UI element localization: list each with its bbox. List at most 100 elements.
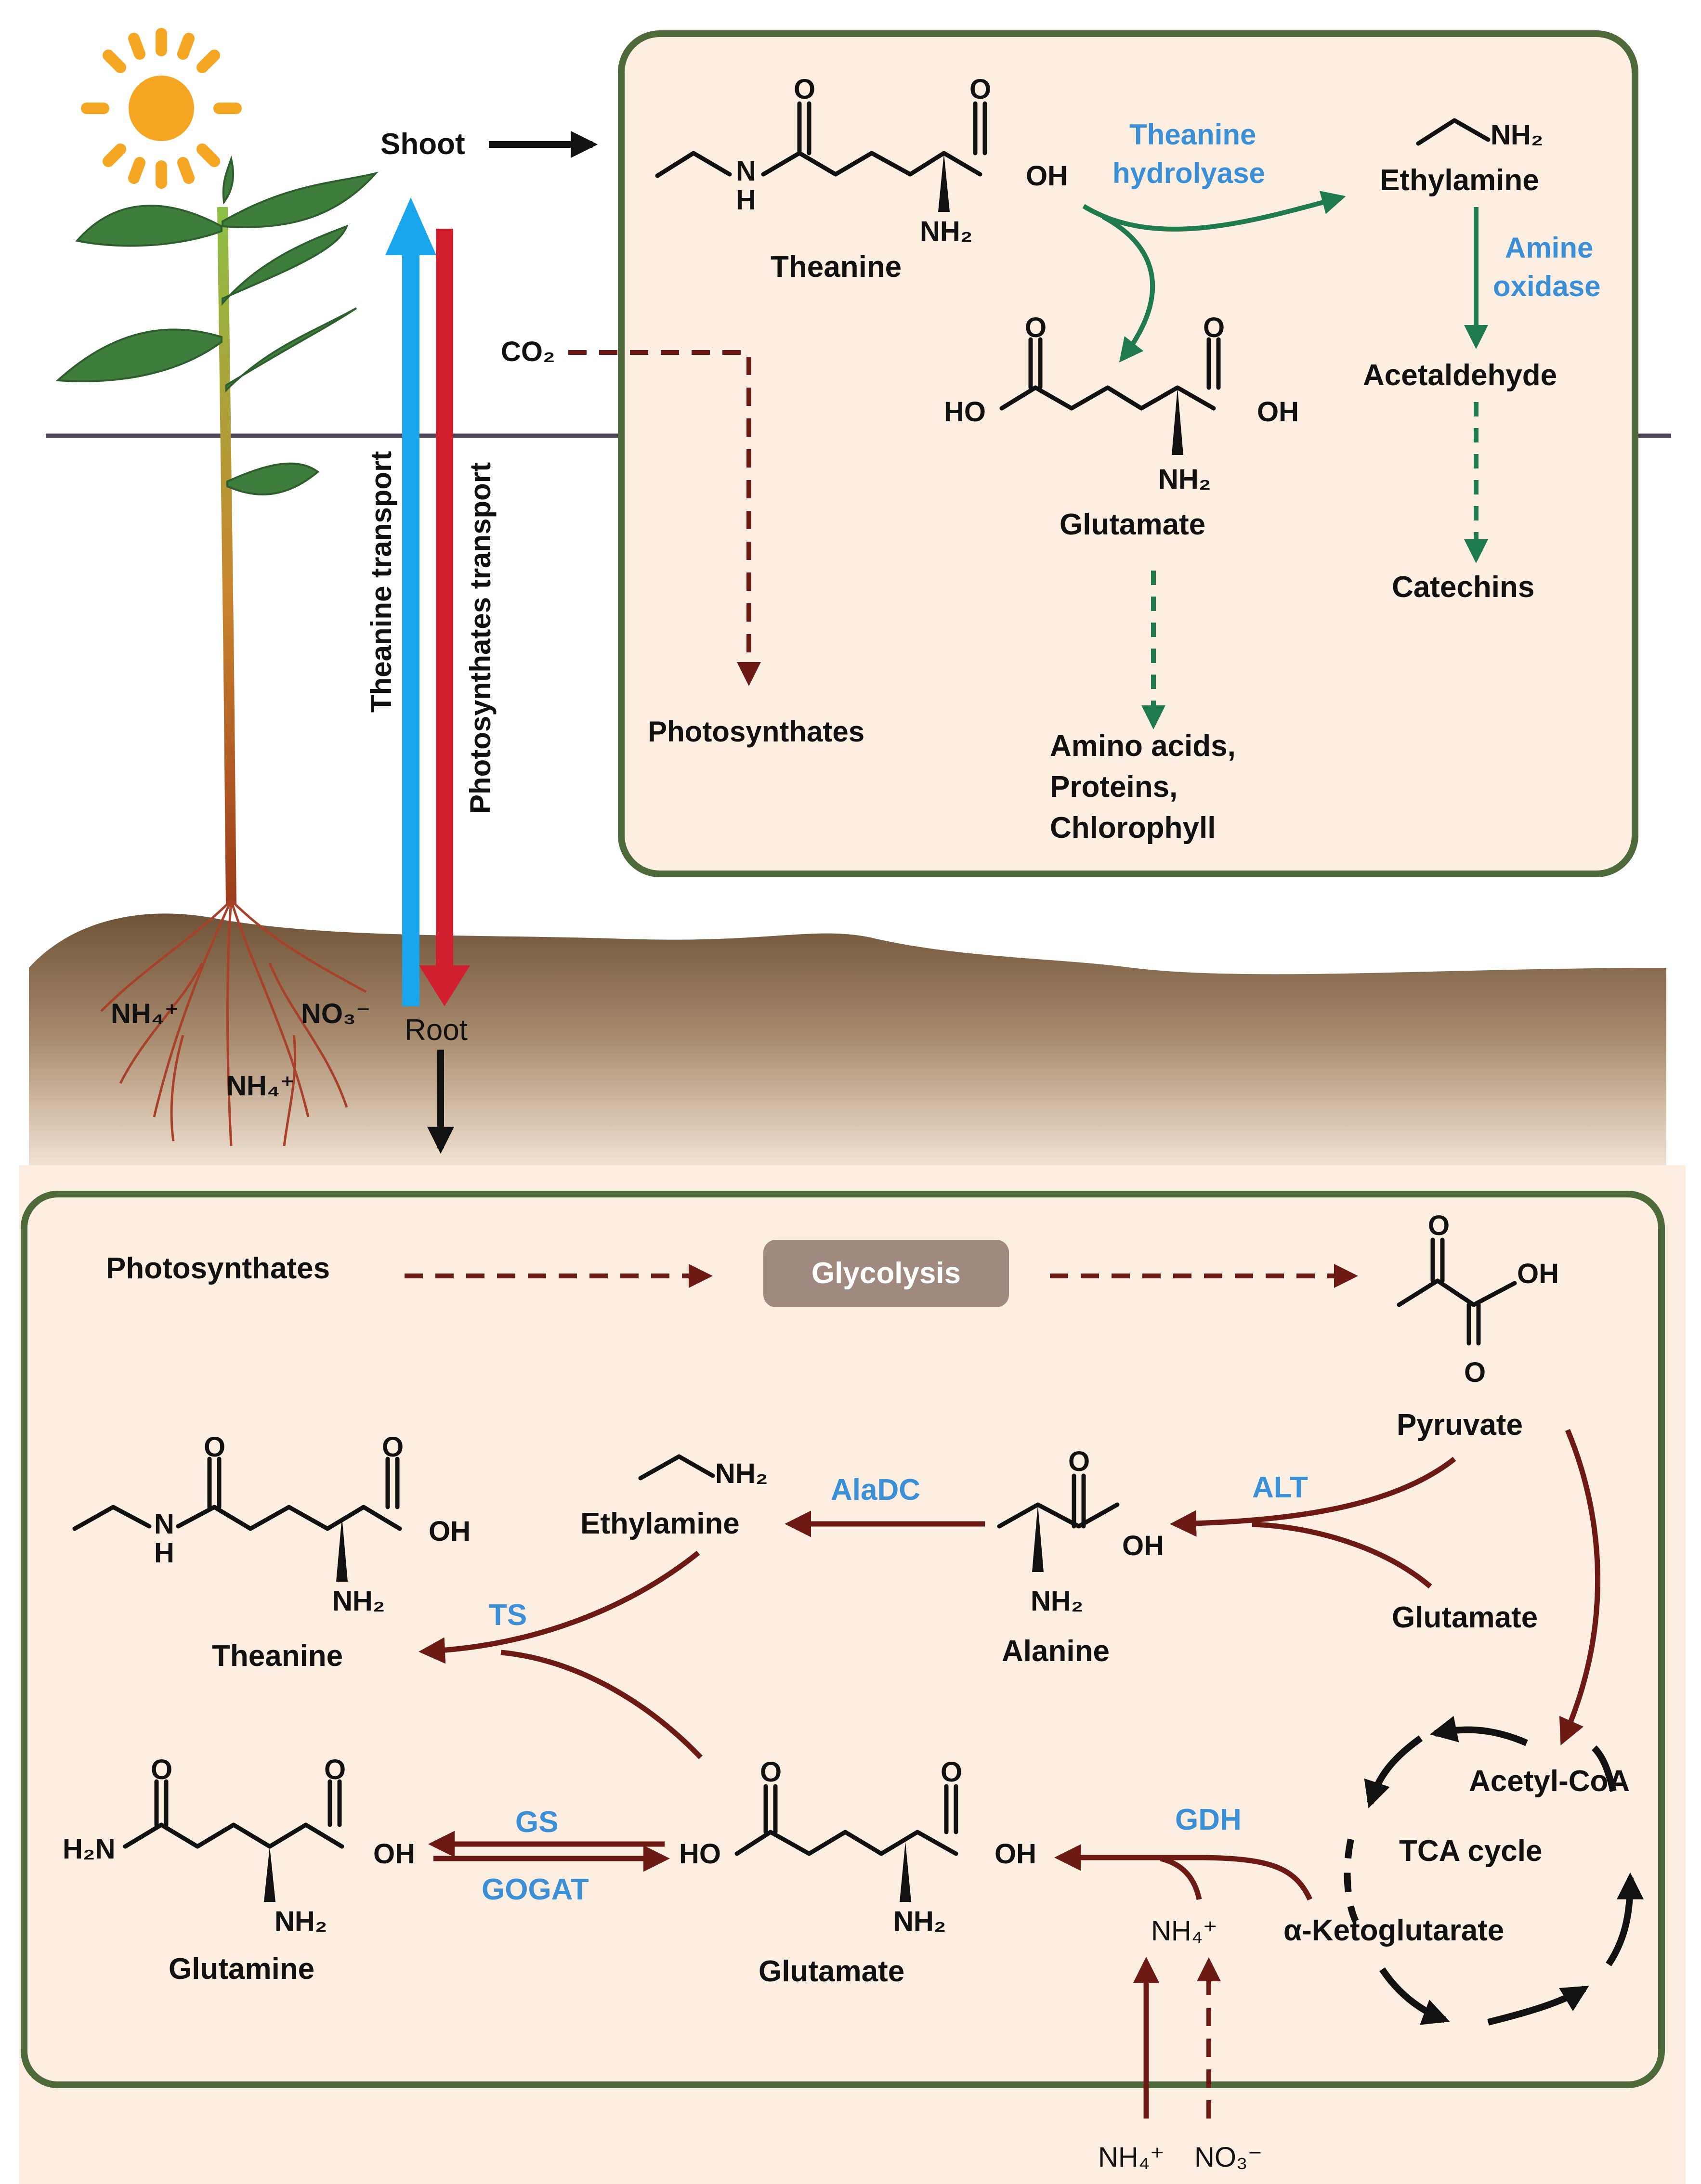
glutamine-oh: OH [373,1838,415,1870]
ts-label: TS [489,1599,527,1632]
acetyl-coa-label: Acetyl-CoA [1469,1765,1630,1798]
alanine-oh: OH [1122,1530,1164,1561]
co2-label: CO₂ [501,336,555,367]
root-glutamate-ho: HO [679,1838,721,1870]
pyruvate-o1: O [1428,1210,1450,1241]
shoot-glutamate-oh: OH [1257,396,1299,428]
shoot-theanine-structure [655,101,987,212]
shoot-theanine-o1: O [794,74,815,105]
root-theanine-structure [72,1456,402,1582]
alanine-name: Alanine [1002,1635,1110,1668]
pyruvate-to-acetyl-coa-arrow [1559,1429,1601,1746]
glutamine-h2n: H₂N [63,1833,116,1865]
shoot-theanine-oh: OH [1026,160,1068,192]
root-ethylamine-name: Ethylamine [580,1507,740,1540]
soil-nh4-label-1: NH₄⁺ [111,998,179,1029]
pyruvate-o2: O [1464,1357,1486,1388]
root-ethylamine-nh2: NH₂ [715,1458,768,1489]
alanine-o: O [1068,1446,1090,1477]
theanine-hydrolase-label-2: hydrolyase [1112,157,1265,189]
shoot-glutamate-name: Glutamate [1060,508,1205,541]
root-ethylamine-structure [638,1454,715,1481]
alpha-ketoglutarate-label: α-Ketoglutarate [1283,1914,1504,1947]
root-theanine-name: Theanine [212,1639,343,1673]
shoot-glutamate-o2: O [1203,312,1225,343]
shoot-ethylamine-structure [1416,118,1491,146]
alt-arrow-from-glutamate [1252,1521,1432,1589]
nh4-bottom-label: NH₄⁺ [1098,2142,1165,2173]
aladc-label: AlaDC [831,1473,920,1507]
root-glutamate-o1: O [760,1756,782,1788]
alanine-structure [997,1473,1120,1572]
root-glutamate-oh: OH [994,1838,1036,1870]
amine-oxidase-label-2: oxidase [1493,270,1600,302]
glutamate-donor-label: Glutamate [1392,1601,1538,1634]
gdh-arrow [1054,1844,1312,1901]
shoot-label: Shoot [380,128,465,161]
nh4-to-gdh-arrow [1160,1856,1202,1900]
root-theanine-nh2: NH₂ [332,1586,385,1617]
theanine-hydrolase-label-1: Theanine [1129,118,1256,151]
photosynthates-transport-arrow [419,229,470,1006]
amine-oxidase-label-1: Amine [1505,232,1593,264]
theanine-transport-label: Theanine transport [365,451,397,713]
acetaldehyde-label: Acetaldehyde [1363,359,1557,392]
pyruvate-oh: OH [1517,1258,1559,1289]
shoot-ethylamine-nh2: NH₂ [1491,119,1544,151]
root-glutamate-name: Glutamate [759,1955,904,1988]
shoot-panel [618,30,1638,877]
theanine-to-glutamate-arrow [1101,214,1155,363]
sun-icon [81,28,242,189]
catechins-label: Catechins [1392,571,1534,604]
root-label: Root [405,1014,468,1047]
glutamine-o2: O [324,1754,346,1785]
glutamine-name: Glutamine [169,1952,314,1986]
root-theanine-o1: O [204,1431,225,1463]
theanine-transport-arrow [385,197,436,1006]
gs-label: GS [515,1806,559,1839]
root-theanine-o2: O [382,1431,404,1463]
shoot-glutamate-structure [999,337,1221,455]
root-photosynthates-label: Photosynthates [106,1252,330,1285]
shoot-theanine-h: H [736,184,756,216]
pyruvate-name: Pyruvate [1397,1408,1523,1442]
nh4-mid-label: NH₄⁺ [1151,1915,1217,1947]
glutamine-nh2: NH₂ [275,1906,327,1937]
alt-arrow-from-pyruvate [1170,1456,1456,1537]
root-glutamate-nh2: NH₂ [893,1906,946,1937]
tca-cycle-label: TCA cycle [1399,1834,1543,1868]
glutamine-structure [123,1779,344,1902]
theanine-hydrolase-arrow [1082,191,1346,232]
root-theanine-n: N [154,1508,174,1540]
no3-bottom-label: NO₃⁻ [1194,2142,1262,2173]
photosynthates-transport-label: Photosynthates transport [464,462,497,814]
shoot-ethylamine-name: Ethylamine [1380,164,1539,197]
tea-plant-icon [55,155,379,1146]
shoot-theanine-name: Theanine [771,250,902,284]
shoot-glutamate-ho: HO [944,396,986,428]
ts-arrow-from-ethylamine [419,1550,700,1664]
soil-nh4-label-2: NH₄⁺ [226,1070,295,1102]
alt-label: ALT [1252,1471,1308,1504]
tca-cycle-arrows [1344,1716,1644,2026]
amino-acids-label-3: Chlorophyll [1050,811,1216,845]
soil-no3-label: NO₃⁻ [301,998,370,1029]
amino-acids-label-2: Proteins, [1050,770,1178,804]
root-glutamate-o2: O [941,1756,962,1788]
ts-arrow-from-glutamate [500,1650,703,1759]
glycolysis-label: Glycolysis [811,1257,961,1290]
pyruvate-structure [1397,1237,1517,1346]
shoot-glutamate-o1: O [1025,312,1047,343]
root-theanine-oh: OH [429,1516,471,1547]
shoot-theanine-o2: O [969,74,991,105]
shoot-theanine-nh2: NH₂ [920,216,973,247]
glutamine-o1: O [151,1754,172,1785]
amino-acids-label-1: Amino acids, [1050,729,1236,763]
alanine-nh2: NH₂ [1031,1586,1084,1617]
shoot-theanine-n: N [736,156,756,187]
shoot-photosynthates-label: Photosynthates [648,715,864,748]
glycolysis-box [763,1240,1009,1307]
root-theanine-h: H [154,1537,174,1569]
gdh-label: GDH [1175,1803,1242,1836]
